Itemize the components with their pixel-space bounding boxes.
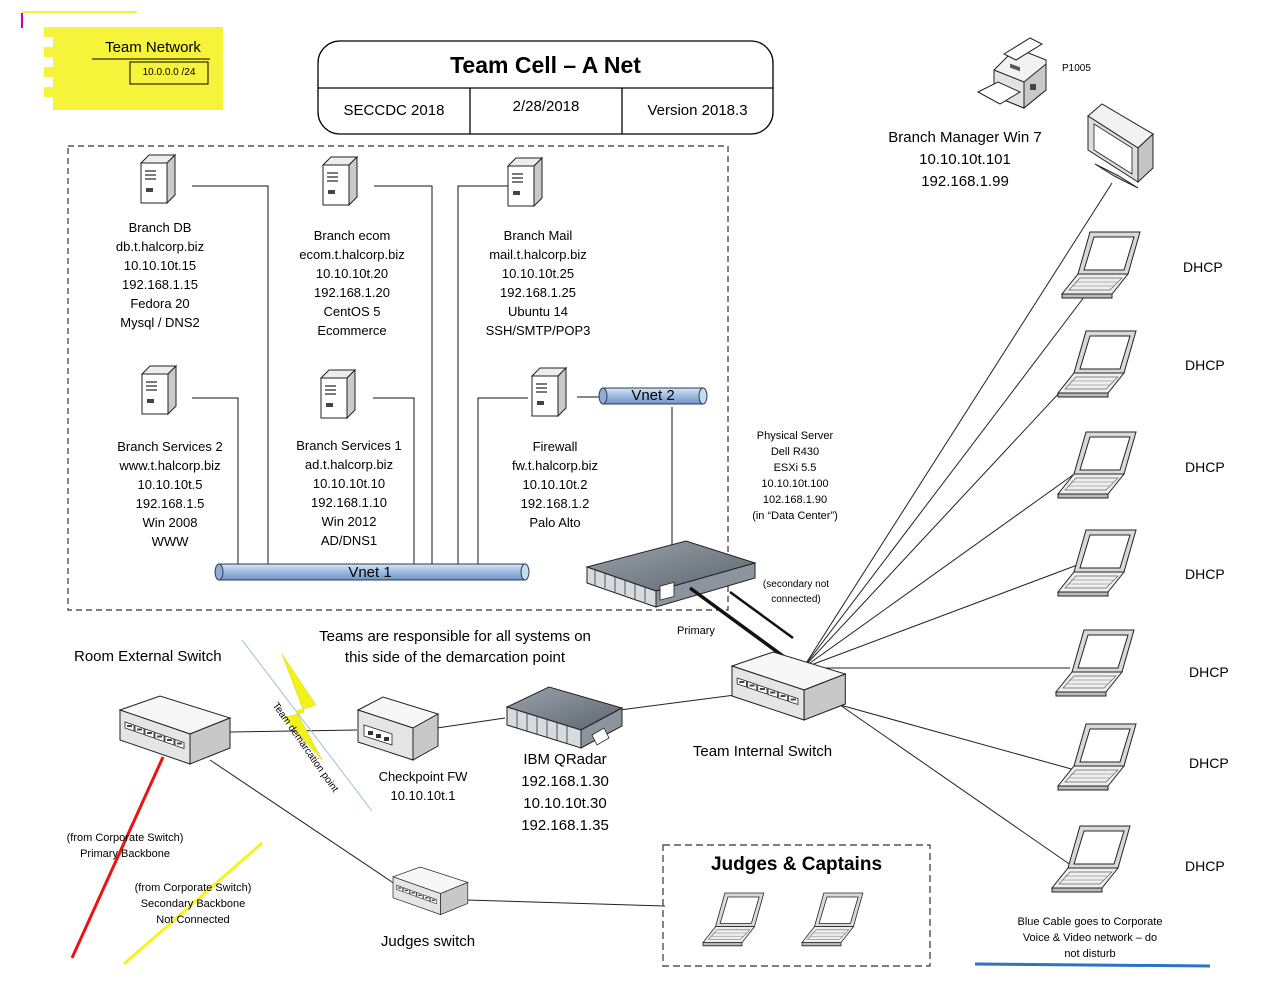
diagram-date: 2/28/2018 [512,98,580,115]
judges-switch-icon [392,866,469,915]
branch-mail-server-icon [507,157,543,207]
checkpoint-firewall-icon [356,696,440,761]
dhcp-label-4: DHCP [1185,566,1225,582]
desktop-monitor-icon [1087,103,1154,189]
judges-captains-box [662,844,931,967]
vnet2-label: Vnet 2 [631,387,675,404]
vnet1-pipe [214,563,530,581]
secondary-backbone-cable [123,841,263,966]
secondary-backbone-note: (from Corporate Switch)Secondary Backbon… [134,882,252,926]
judges-switch-label: Judges switch [380,933,476,950]
qradar-appliance-icon [505,686,624,749]
laptop-icon-5 [1055,629,1135,697]
virtual-boundary [67,145,729,611]
branch-db-server-icon [140,154,176,204]
branch-services1-server-icon [320,369,356,419]
branch-ecom-server-icon [322,156,358,206]
secondary-not-connected-note: (secondary not connected) [762,579,830,605]
dhcp-label-5: DHCP [1189,664,1229,680]
title-block [317,40,774,135]
demarcation-line [241,639,373,812]
team-network-note [21,11,223,110]
diagram-version: Version 2018.3 [647,102,748,119]
primary-backbone-cable [70,756,165,959]
primary-link-label: Primary [677,625,715,637]
room-external-switch-label: Room External Switch [74,648,222,665]
dhcp-label-2: DHCP [1185,357,1225,373]
printer-label: P1005 [1062,63,1091,74]
laptop-icon-6 [1057,723,1137,791]
vnet2-pipe [598,387,708,405]
laptop-icon-7 [1051,825,1131,893]
primary-backbone-note: (from Corporate Switch)Primary Backbone [66,832,184,860]
firewall-server-icon [531,367,567,417]
laptop-icon-4 [1057,529,1137,597]
judges-laptop-icon-1 [702,892,765,947]
team-network-subnet: 10.0.0.0 /24 [142,67,196,78]
room-external-switch-icon [119,695,231,765]
branch-services2-server-icon [141,365,177,415]
team-internal-switch-icon [731,651,846,721]
event-name: SECCDC 2018 [343,102,445,119]
lightning-icon [281,653,323,761]
laptop-links [802,182,1113,869]
printer-icon [976,37,1047,110]
diagram-title: Team Cell – A Net [450,52,641,78]
demarcation-note: Teams are responsible for all systems on… [319,628,591,666]
team-network-title: Team Network [105,39,201,56]
dhcp-label-1: DHCP [1183,259,1223,275]
physical-server-icon [585,540,757,608]
laptop-icon-2 [1057,330,1137,398]
dhcp-label-3: DHCP [1185,459,1225,475]
laptop-icon-1 [1061,231,1141,299]
vnet1-label: Vnet 1 [348,564,392,581]
team-internal-switch-label: Team Internal Switch [692,743,833,760]
dhcp-label-6: DHCP [1189,755,1229,771]
main-path-links [209,694,736,907]
judges-laptop-icon-2 [801,892,864,947]
blue-cable [974,962,1211,968]
dhcp-label-7: DHCP [1185,858,1225,874]
judges-captains-title: Judges & Captains [710,854,883,875]
laptop-icon-3 [1057,431,1137,499]
